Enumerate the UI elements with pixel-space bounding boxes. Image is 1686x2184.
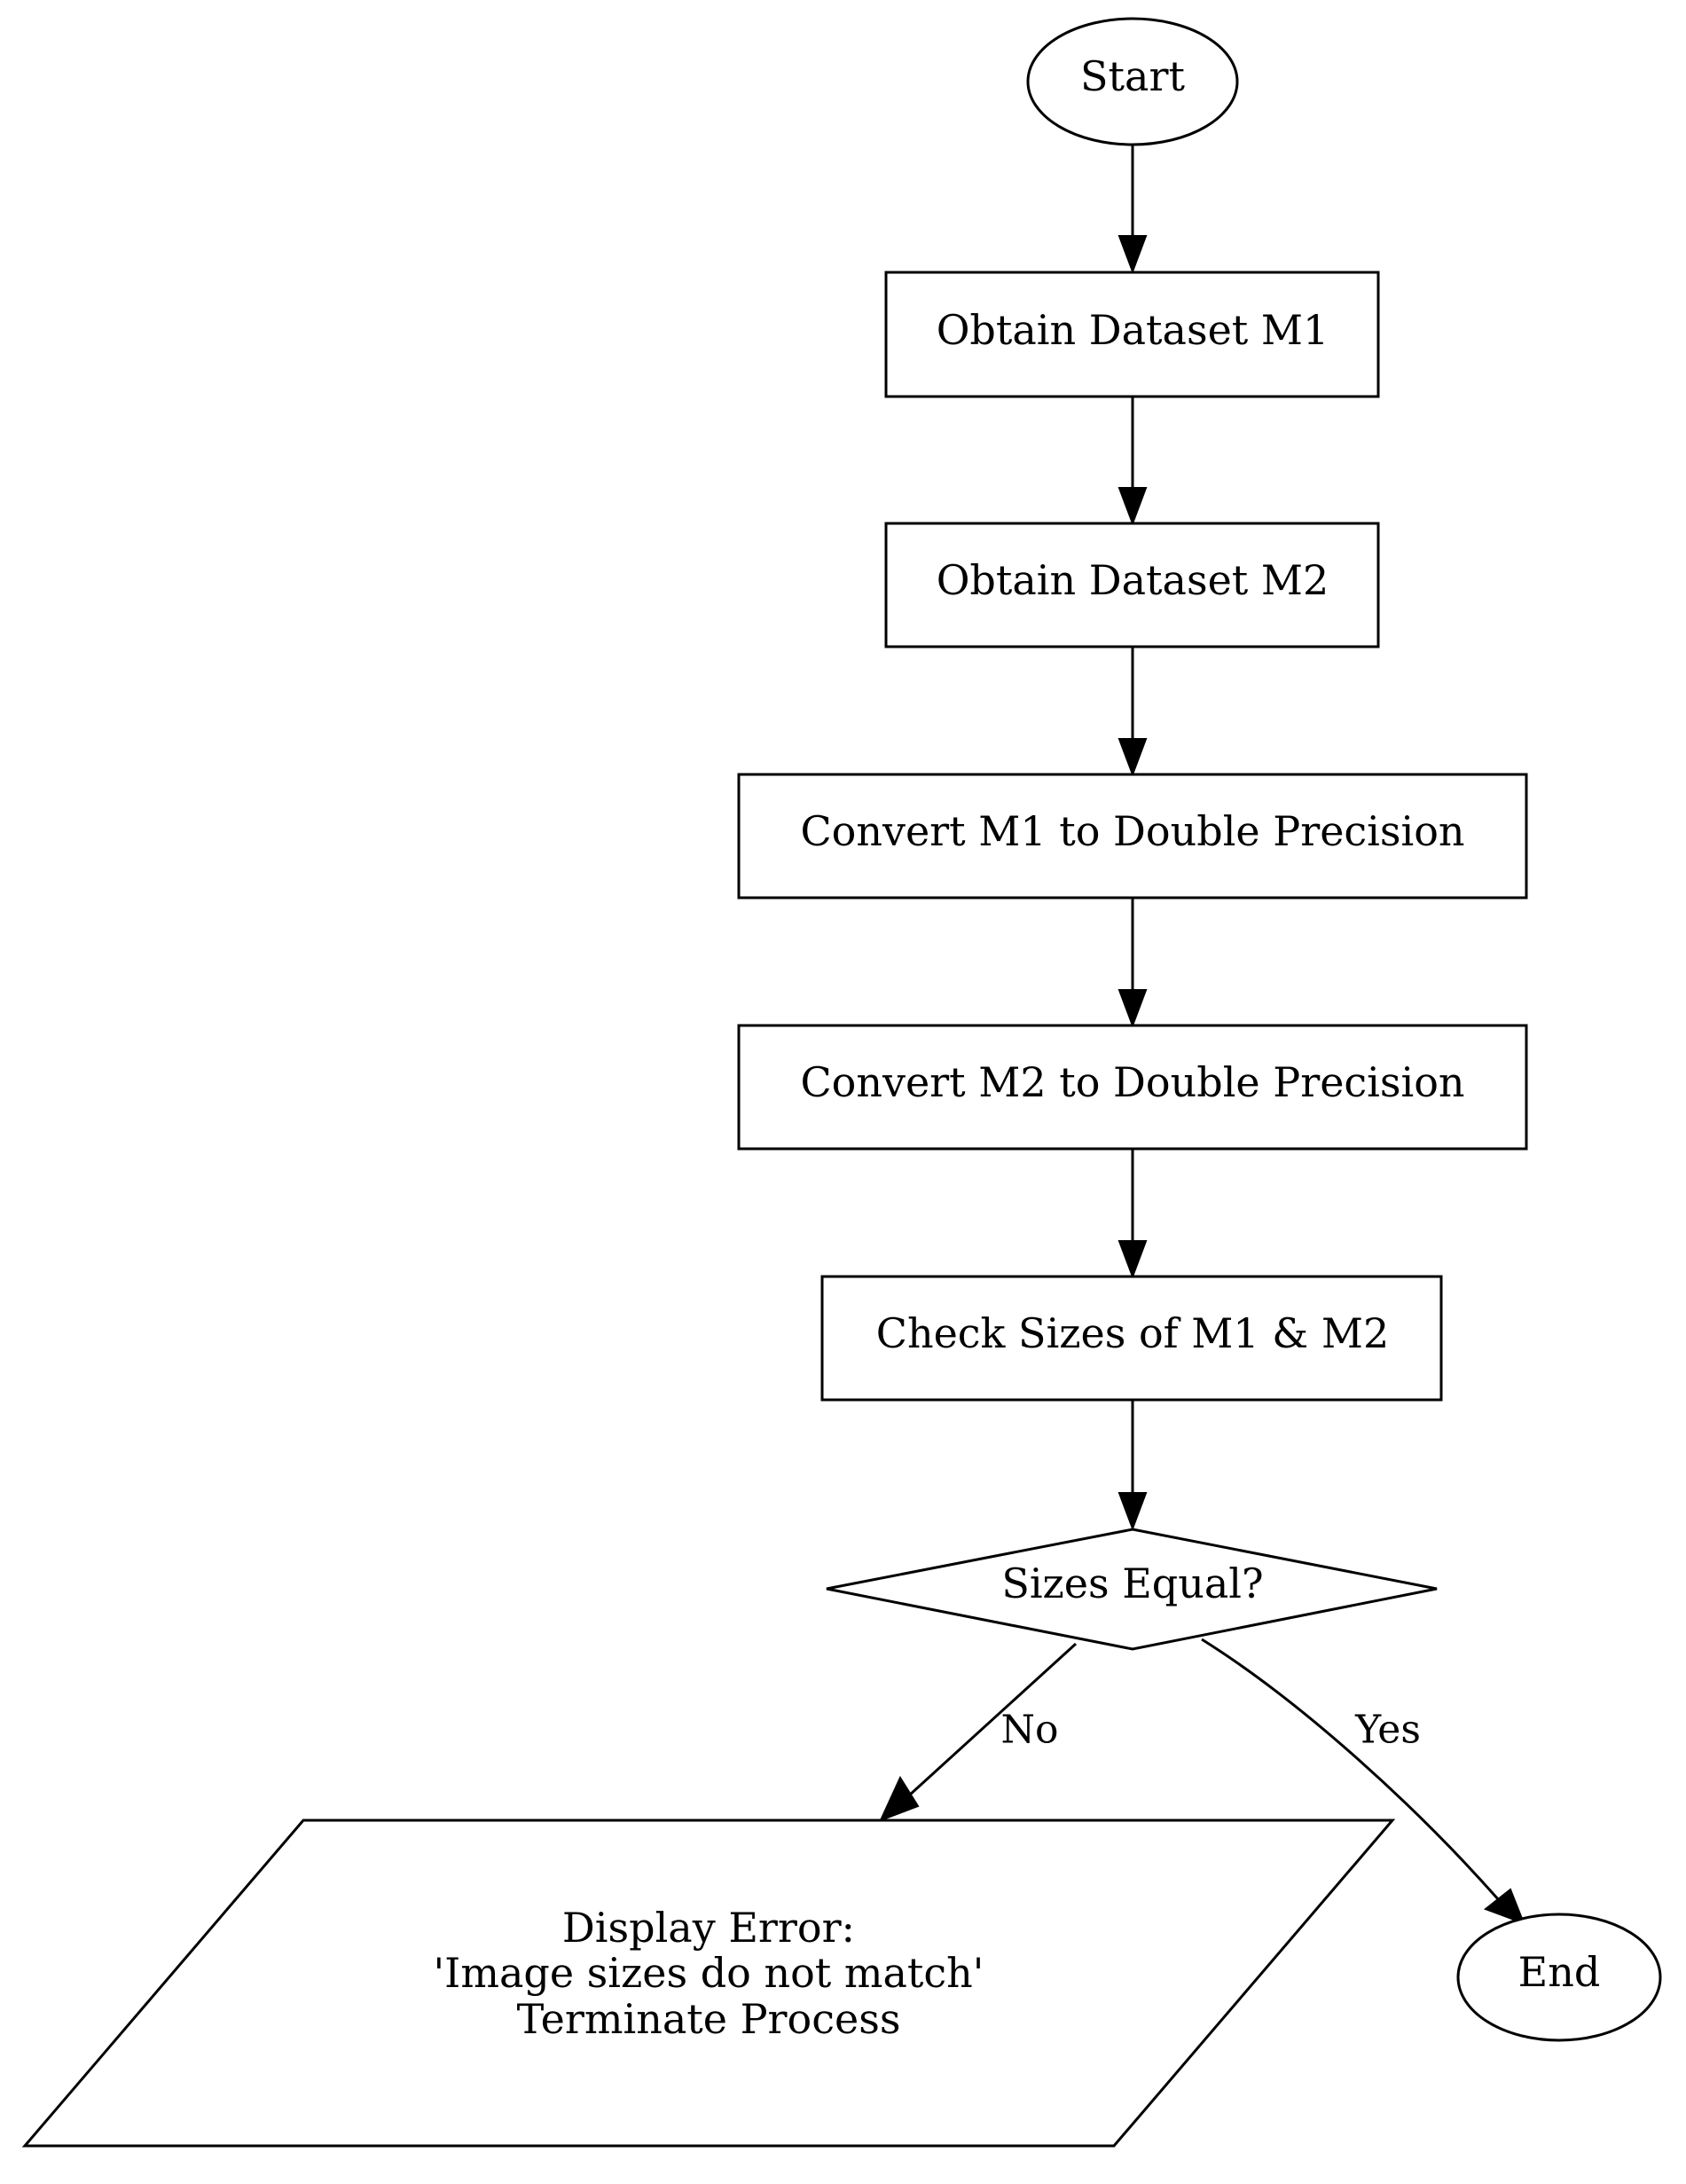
edge-obtain-m1-to-obtain-m2 [1117,397,1148,526]
edge-convert-m1-to-convert-m2 [1117,898,1148,1028]
convert-m2-node-label: Convert M2 to Double Precision [800,1058,1464,1106]
convert-m2-node: Convert M2 to Double Precision [737,1024,1528,1151]
end-node-label: End [1518,1948,1601,1996]
edge-decision-yes [1201,1638,1525,1925]
error-line-1: Display Error: [562,1904,855,1952]
convert-m1-node: Convert M1 to Double Precision [737,773,1528,900]
start-node-label: Start [1080,52,1185,100]
edge-obtain-m2-to-convert-m1 [1117,647,1148,777]
error-line-2: 'Image sizes do not match' [434,1949,984,1997]
edge-check-sizes-to-decision [1117,1400,1148,1531]
obtain-m2-node: Obtain Dataset M2 [884,522,1380,648]
check-sizes-node-label: Check Sizes of M1 & M2 [876,1309,1389,1357]
edge-start-to-obtain-m1 [1117,145,1148,274]
sizes-equal-decision-label: Sizes Equal? [1001,1559,1263,1607]
edge-label-yes: Yes [1354,1708,1421,1753]
start-node: Start [1026,17,1239,146]
edge-label-no: No [1001,1708,1059,1753]
obtain-m1-node-label: Obtain Dataset M1 [937,306,1329,354]
sizes-equal-decision-node: Sizes Equal? [826,1528,1438,1651]
check-sizes-node: Check Sizes of M1 & M2 [820,1275,1443,1402]
edges: No Yes [879,145,1525,1925]
convert-m1-node-label: Convert M1 to Double Precision [800,807,1464,855]
end-node: End [1456,1913,1662,2042]
obtain-m1-node: Obtain Dataset M1 [884,271,1380,398]
obtain-m2-node-label: Obtain Dataset M2 [937,556,1329,604]
display-error-node: Display Error: 'Image sizes do not match… [21,1819,1396,2148]
edge-decision-no [879,1642,1078,1822]
edge-convert-m2-to-check-sizes [1117,1149,1148,1279]
error-line-3: Terminate Process [517,1995,901,2043]
